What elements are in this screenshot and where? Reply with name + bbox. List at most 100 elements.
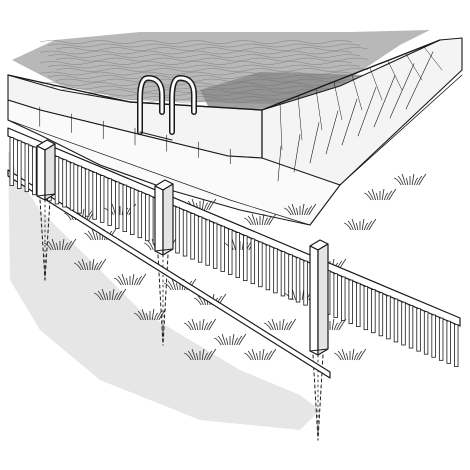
grass-blade [284,207,292,216]
fence-picket [228,229,233,275]
water-ripple [39,71,353,76]
grass-blade [208,348,217,361]
fence-post-base [36,193,56,197]
ladder-rail-highlight [138,76,164,134]
grass-blade [295,207,299,216]
grass-blade [203,352,209,361]
grass-blade [171,278,177,291]
grass-blade [366,220,373,231]
grass-blade [101,288,107,301]
grass-blade [144,242,152,251]
grass-blade [306,205,313,216]
grass-blade [368,218,377,231]
fence-picket [386,295,391,340]
grass-blade [413,177,419,186]
grass-blade [164,282,172,291]
deck-tile-line [333,81,343,121]
water-ripple [55,78,369,83]
grass-blade [147,240,154,251]
fence-picket [295,257,301,303]
grass-blade [244,217,252,226]
grass-blade [77,260,84,271]
grass-blade [64,212,72,221]
fence-picket [92,172,97,220]
deck-tile-line [309,122,320,164]
grass-blade [167,280,174,291]
water-ripple [39,82,353,86]
grass-blade [87,230,94,241]
grass-blade [51,238,57,251]
grass-blade [63,242,69,251]
grass-blade [271,318,277,331]
grass-blade [405,177,409,186]
grass-blade [175,282,179,291]
grass-blade [344,222,352,231]
grass-blade [201,318,205,331]
water-ripple [55,89,369,93]
pool-water [12,30,430,110]
deck-tile-line [423,46,443,71]
grass-blade [221,333,227,346]
grass-blade [206,200,213,211]
fence-picket [130,187,135,235]
fence-picket [438,317,444,361]
grass-blade [116,290,123,301]
coping-edge [7,74,131,103]
grass-blade [195,322,199,331]
grass-blade [66,240,73,251]
fence-picket [69,162,75,211]
ladder-step [139,131,173,141]
deck-edge [339,74,463,186]
grass-blade [85,262,89,271]
grass-blade [331,318,335,331]
fence-picket [54,156,60,205]
grass-blade [68,238,77,251]
fence-picket [212,222,218,269]
grass-blade [208,198,217,211]
grass-blade [345,352,349,361]
fence-picket [24,143,30,193]
deck-tile-line [369,67,383,101]
grass-blade [263,352,269,361]
fence-picket [84,168,90,217]
grass-blade [263,217,269,226]
deck-tile-line [325,110,339,155]
grass-blade [303,207,309,216]
grass-blade [93,262,99,271]
fence-picket [273,248,278,294]
grass-blade [137,310,144,321]
grass-blade [118,288,127,301]
grass-blade [244,352,252,361]
fence-picket [454,324,459,367]
grass-blade [401,173,407,186]
water-ripple [47,64,361,69]
grass-blade [266,350,273,361]
grass-blade [95,232,99,241]
fence-post-base [154,248,174,252]
water-ripple [39,40,353,44]
deck-tile-line [373,75,396,128]
water-ripple [47,43,361,48]
grass-blade [191,348,197,361]
grass-blade [194,297,202,306]
grass-blade [381,188,385,201]
deck-tile-line [387,60,403,91]
grass-blade [308,203,317,216]
footing-line [39,199,46,281]
deck-tile-line [341,98,358,146]
grass-blade [206,350,213,361]
fence-picket [190,213,195,260]
pool-ladder [137,74,197,141]
grass-blade [236,335,243,346]
footing-line [312,354,319,441]
grass-blade [388,188,397,201]
fence-picket [401,301,406,346]
grass-blade [187,320,194,331]
fence-post-base [309,348,329,352]
water-ripple [55,57,369,62]
fence-picket [32,146,37,196]
fence-picket [363,286,369,331]
fence [7,127,461,379]
grass-blade [364,192,372,201]
grass-blade [353,352,359,361]
